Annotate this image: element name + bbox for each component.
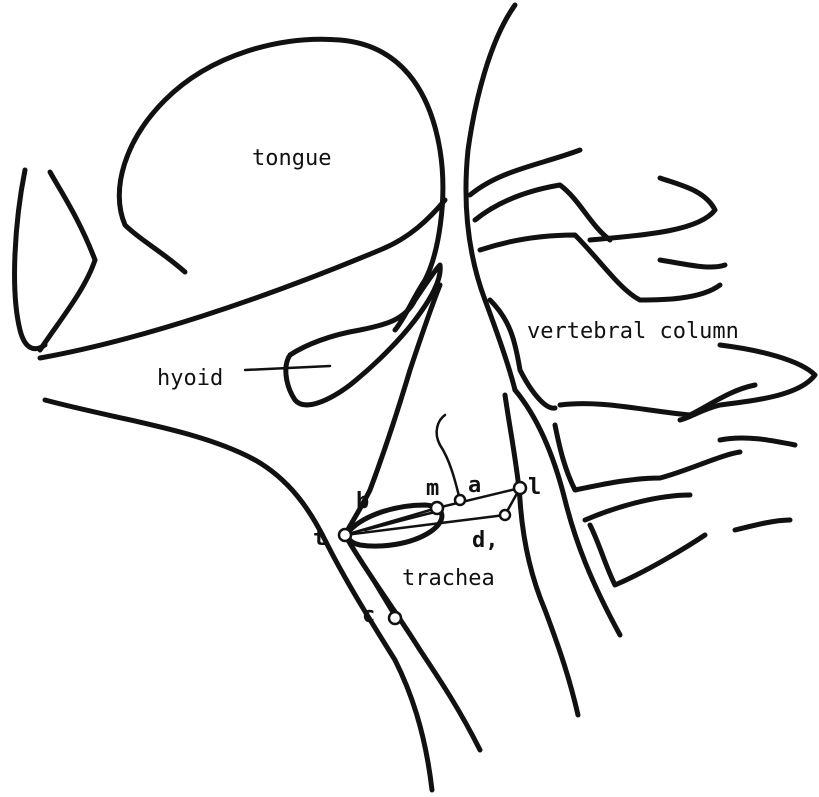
- vertebra-6-back: [720, 438, 795, 445]
- point-d-marker: [500, 510, 510, 520]
- vertebra-4-top: [660, 260, 725, 267]
- hyoid-bone-outline: [286, 265, 440, 405]
- pharynx-posterior-wall: [466, 5, 515, 390]
- label-vertebral-column: vertebral column: [527, 319, 739, 344]
- line-a-stroke: [437, 415, 460, 500]
- label-point-l: l: [528, 475, 541, 500]
- vertebra-4: [490, 300, 555, 408]
- label-point-c: c: [362, 603, 375, 628]
- vertebra-2: [475, 185, 610, 240]
- lip-contour: [40, 172, 95, 350]
- vertebra-5: [560, 385, 755, 415]
- label-tongue: tongue: [252, 146, 331, 171]
- label-hyoid: hyoid: [157, 366, 223, 391]
- vertebra-7: [590, 525, 705, 585]
- label-point-m: m: [426, 476, 439, 501]
- label-point-b: b: [356, 489, 369, 514]
- vertebra-8: [735, 520, 790, 530]
- label-point-a: a: [468, 473, 481, 498]
- point-m-marker: [431, 502, 443, 514]
- label-point-t: t: [313, 526, 326, 551]
- neck-anterior-outline: [45, 400, 432, 790]
- chin-contour: [15, 170, 45, 349]
- vertebra-3-top: [590, 178, 715, 240]
- vertebra-3: [480, 235, 720, 300]
- point-l-marker: [514, 482, 526, 494]
- esophagus-wall: [505, 395, 578, 715]
- point-t-marker: [339, 529, 351, 541]
- mouth-floor-line: [40, 200, 445, 358]
- point-c-marker: [389, 612, 401, 624]
- label-point-d: d,: [472, 528, 499, 553]
- vertebra-7-top: [585, 495, 690, 520]
- label-trachea: trachea: [402, 566, 495, 591]
- point-a-marker: [455, 495, 465, 505]
- vertebra-6: [555, 425, 740, 490]
